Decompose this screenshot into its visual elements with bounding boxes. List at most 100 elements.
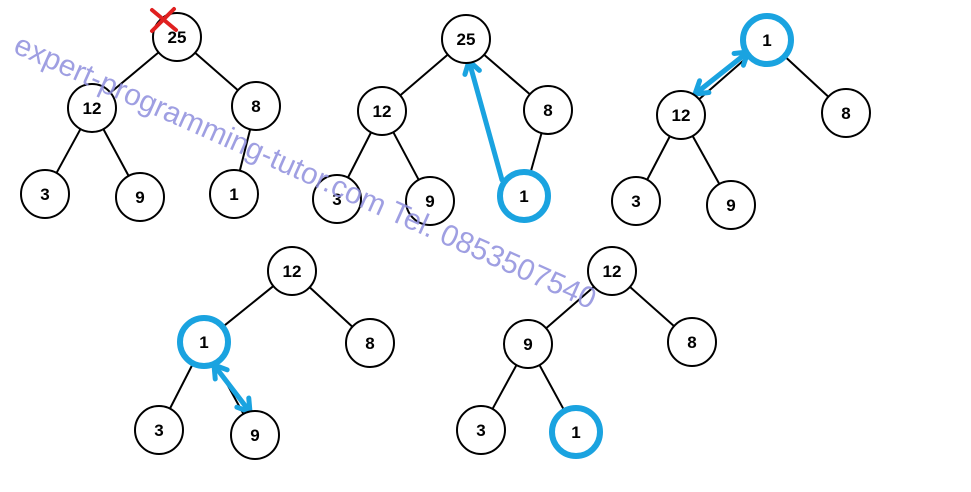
node-label: 9 [135, 188, 144, 207]
node-circle [345, 318, 395, 368]
tree-node: 3 [456, 405, 506, 455]
tree-node: 8 [231, 81, 281, 131]
node-circle [441, 14, 491, 64]
tree-edge [399, 53, 449, 97]
tree-edge [194, 52, 239, 91]
node-label: 1 [571, 423, 580, 442]
tree-node: 8 [821, 88, 871, 138]
tree-edge [545, 285, 595, 330]
swap-arrow [211, 362, 253, 415]
node-label: 3 [154, 421, 163, 440]
tree-node: 9 [706, 180, 756, 230]
node-label: 9 [523, 335, 532, 354]
node-label: 8 [365, 334, 374, 353]
node-label: 3 [40, 185, 49, 204]
node-circle [405, 176, 455, 226]
tree-node: 3 [134, 405, 184, 455]
tree-edge [347, 131, 372, 179]
tree-edge [629, 286, 675, 327]
tree-node: 8 [667, 317, 717, 367]
remove-x-icon [150, 7, 178, 33]
node-label: 9 [250, 426, 259, 445]
tree-node: 1 [549, 405, 603, 459]
node-label: 3 [476, 421, 485, 440]
node-label: 3 [631, 192, 640, 211]
node-label: 8 [543, 101, 552, 120]
node-circle [20, 169, 70, 219]
tree-node: 9 [405, 176, 455, 226]
node-label: 1 [199, 333, 208, 352]
tree-edge [392, 131, 420, 181]
tree-node: 1 [740, 13, 794, 67]
highlighted-node-circle [497, 169, 551, 223]
node-label: 3 [332, 190, 341, 209]
node-circle [134, 405, 184, 455]
tree-node: 9 [503, 319, 553, 369]
node-label: 25 [168, 28, 187, 47]
node-circle [209, 169, 259, 219]
node-circle [656, 90, 706, 140]
node-label: 9 [425, 192, 434, 211]
tree-node: 3 [312, 174, 362, 224]
node-circle [267, 246, 317, 296]
tree-node: 8 [523, 85, 573, 135]
node-label: 1 [762, 31, 771, 50]
node-label: 12 [373, 102, 392, 121]
tree-edge [308, 286, 354, 328]
node-label: 9 [726, 196, 735, 215]
node-circle [667, 317, 717, 367]
tree-edge [55, 128, 82, 174]
tree-edge [538, 364, 566, 412]
tree-edge [238, 129, 252, 171]
node-label: 8 [251, 97, 260, 116]
node-label: 1 [519, 187, 528, 206]
node-circle [706, 180, 756, 230]
node-circle [587, 246, 637, 296]
tree-node: 1 [209, 169, 259, 219]
tree-node: 3 [611, 176, 661, 226]
node-circle [230, 410, 280, 460]
tree-node: 12 [587, 246, 637, 296]
tree-node: 12 [656, 90, 706, 140]
tree-node: 12 [357, 86, 407, 136]
node-label: 12 [83, 99, 102, 118]
node-circle [503, 319, 553, 369]
tree-node: 9 [230, 410, 280, 460]
node-circle [611, 176, 661, 226]
tree-node: 8 [345, 318, 395, 368]
swap-arrow [692, 49, 751, 97]
tree-edge [109, 51, 160, 94]
node-label: 12 [603, 262, 622, 281]
tree-edge [483, 53, 531, 96]
node-label: 25 [457, 30, 476, 49]
highlighted-node-circle [549, 405, 603, 459]
highlight-arrows [211, 49, 751, 415]
tree-node: 9 [115, 172, 165, 222]
tree-node: 1 [497, 169, 551, 223]
tree-node: 25 [150, 7, 202, 62]
highlighted-node-circle [177, 315, 231, 369]
node-label: 8 [841, 104, 850, 123]
tree-edge [102, 128, 130, 177]
tree-node: 1 [177, 315, 231, 369]
node-circle [312, 174, 362, 224]
tree-edge [529, 132, 543, 174]
tree-edge [783, 55, 830, 98]
node-circle [357, 86, 407, 136]
node-label: 8 [687, 333, 696, 352]
tree-node: 12 [267, 246, 317, 296]
tree-edge [169, 362, 194, 410]
tree-node: 12 [67, 83, 117, 133]
tree-edge [691, 135, 721, 185]
node-label: 12 [672, 106, 691, 125]
tree-edge [222, 285, 274, 328]
tree-edge [491, 364, 518, 410]
node-circle [523, 85, 573, 135]
highlighted-node-circle [740, 13, 794, 67]
tree-edge [646, 135, 671, 181]
tree-node: 25 [441, 14, 491, 64]
node-circle [231, 81, 281, 131]
